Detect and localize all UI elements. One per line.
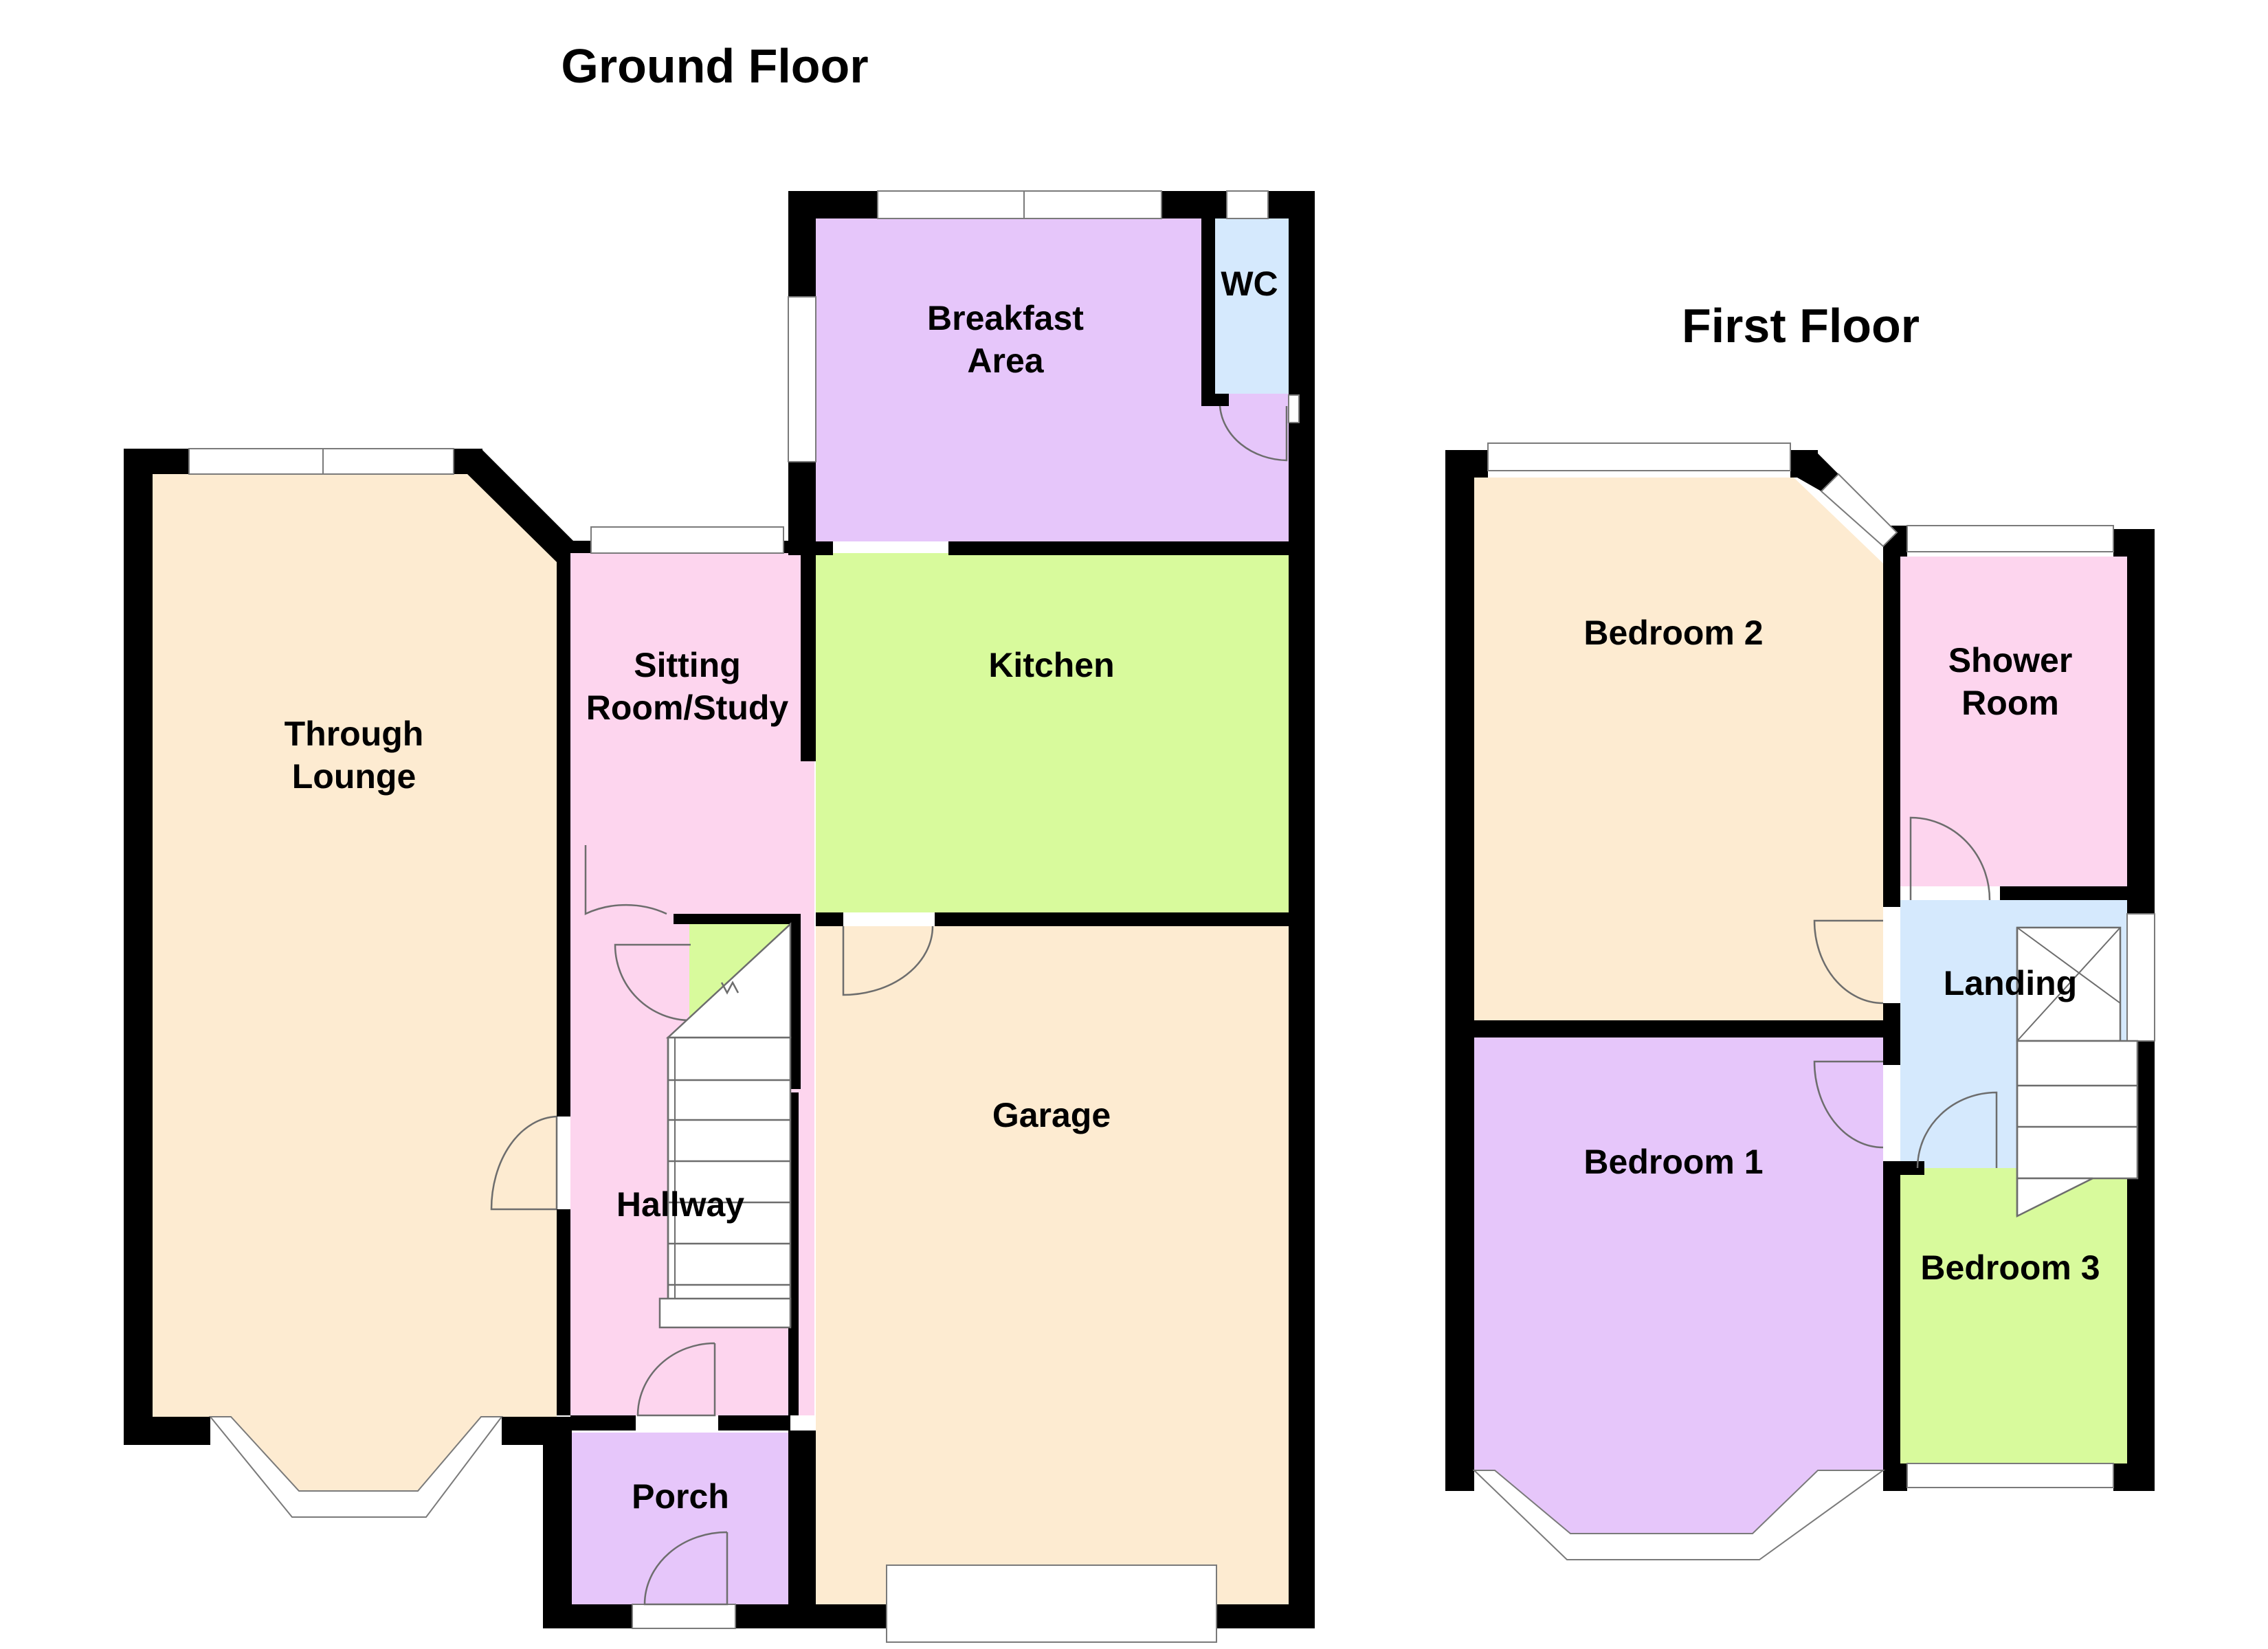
shower-room-room: [1900, 557, 2127, 886]
bedroom-2-corner-window: [1820, 473, 1898, 548]
shower-room-window: [1906, 525, 2114, 552]
hallway-label: Hallway: [616, 1185, 744, 1224]
wc-door: [1219, 405, 1288, 462]
ground-floor-title: Ground Floor: [561, 39, 868, 93]
bedroom-3-label: Bedroom 3: [1920, 1248, 2100, 1287]
under-stairs-door: [614, 943, 691, 1022]
lounge-side-door: [490, 1115, 558, 1211]
lounge-rear-window: [188, 448, 454, 475]
bedroom-2-window: [1487, 442, 1791, 471]
landing-side-window: [2126, 913, 2155, 1042]
ground-floor-windows: [188, 190, 1269, 1643]
breakfast-rear-window: [877, 190, 1162, 219]
first-floor-title: First Floor: [1682, 299, 1920, 352]
lounge-bay-window: [208, 1416, 504, 1518]
porch-room: [572, 1433, 788, 1604]
porch-front-door-frame: [632, 1604, 736, 1629]
bedroom-3-room: [1900, 1168, 2127, 1463]
bedroom-1-bay-window: [1472, 1470, 1886, 1560]
porch-front-door: [643, 1531, 729, 1606]
shower-room-door: [1909, 816, 1991, 901]
first-floor-windows: [1472, 442, 2155, 1560]
kitchen-garage-door: [842, 926, 934, 996]
kitchen-label: Kitchen: [988, 646, 1114, 684]
bedroom-1-door: [1813, 1060, 1884, 1149]
kitchen-room: [816, 553, 1289, 912]
wc-label: WC: [1221, 265, 1278, 303]
sitting-room-door: [584, 845, 667, 915]
garage-door: [886, 1564, 1217, 1643]
bedroom-2-door: [1813, 919, 1884, 1005]
garage-room: [816, 926, 1289, 1606]
sitting-room-window: [590, 526, 784, 554]
ground-floor-staircase: [658, 922, 792, 1329]
ground-floor-doors: [490, 394, 1300, 1606]
bedroom-1-label: Bedroom 1: [1583, 1143, 1763, 1181]
wc-window: [1226, 190, 1269, 219]
bedroom-3-window: [1906, 1463, 2114, 1488]
through-lounge-room: [153, 474, 557, 1503]
porch-label: Porch: [632, 1477, 729, 1516]
porch-inner-door: [636, 1342, 716, 1417]
first-floor-staircase: [2016, 926, 2139, 1218]
bedroom-2-label: Bedroom 2: [1583, 614, 1763, 652]
bedroom-2-room: [1474, 478, 1883, 1020]
breakfast-side-window: [788, 296, 816, 462]
landing-label: Landing: [1944, 964, 2077, 1002]
bedroom-3-door: [1916, 1091, 1998, 1169]
garage-label: Garage: [992, 1096, 1111, 1134]
ground-floor-walls: [124, 191, 1315, 1628]
first-floor-doors: [1813, 816, 1998, 1169]
first-floor-walls: [1445, 450, 2155, 1491]
bedroom-1-room: [1474, 1037, 1883, 1546]
wc-room: [1215, 218, 1289, 394]
